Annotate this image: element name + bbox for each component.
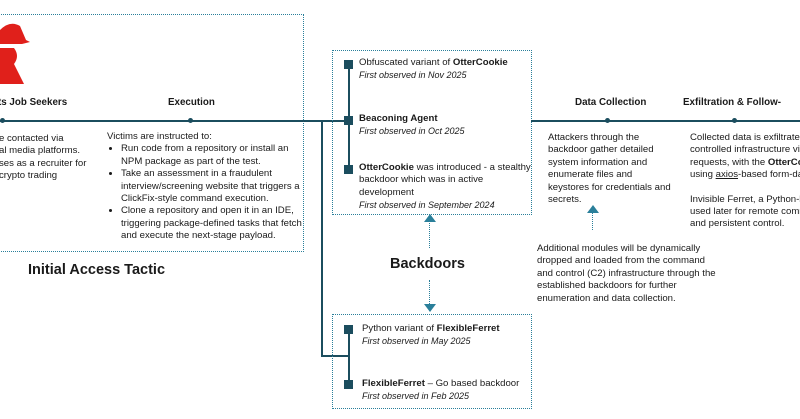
- upper-backdoors-box: [332, 50, 532, 215]
- execution-bullet-1: Run code from a repository or install an…: [121, 143, 307, 168]
- lower-backdoors-line: [348, 330, 350, 384]
- backdoor-node-5: [344, 380, 353, 389]
- exfiltration-line-1: Collected data is exfiltrated: [690, 132, 800, 143]
- exfiltration-line-4-pre: using: [690, 169, 716, 181]
- ferret-line-1: Invisible Ferret, a Python-b: [690, 193, 800, 205]
- trunk-line: [321, 120, 323, 356]
- backdoor-item-1: Obfuscated variant of OtterCookie First …: [359, 57, 527, 82]
- backdoor-item-4-pre: Python variant of: [362, 323, 437, 334]
- arrow-down-icon: [424, 304, 436, 312]
- initial-access-body: e contacted via al media platforms. ses …: [0, 133, 119, 183]
- node-exfiltration: [732, 118, 737, 123]
- backdoor-item-1-title: Obfuscated variant of OtterCookie: [359, 57, 527, 69]
- backdoor-node-1: [344, 60, 353, 69]
- backdoors-connector-bottom: [429, 280, 430, 306]
- backdoor-item-5-observed: First observed in Feb 2025: [362, 391, 470, 402]
- execution-intro: Victims are instructed to:: [107, 131, 212, 142]
- execution-bullet-2: Take an assessment in a fraudulent inter…: [121, 168, 307, 205]
- execution-body: Victims are instructed to: Run code from…: [107, 131, 307, 243]
- exfiltration-line-3: requests, with the OtterCo: [690, 157, 800, 169]
- backdoor-item-2: Beaconing Agent First observed in Oct 20…: [359, 113, 527, 138]
- execution-bullets: Run code from a repository or install an…: [107, 143, 307, 242]
- backdoor-item-2-title: Beaconing Agent: [359, 113, 527, 125]
- backdoor-item-2-name: Beaconing Agent: [359, 113, 438, 124]
- backdoors-connector-top: [429, 220, 430, 248]
- initial-access-line-2: al media platforms.: [0, 145, 81, 157]
- backdoor-item-1-pre: Obfuscated variant of: [359, 57, 453, 68]
- backdoor-item-5-post: – Go based backdoor: [424, 378, 520, 389]
- trunk-to-upper: [321, 120, 349, 122]
- backdoors-label: Backdoors: [390, 256, 465, 272]
- exfiltration-line-4: using axios-based form-dat: [690, 169, 800, 181]
- timeline-line-right: [531, 120, 800, 122]
- backdoor-item-5-title: FlexibleFerret – Go based backdoor: [362, 378, 528, 390]
- arrow-up-icon-2: [587, 205, 599, 213]
- exfiltration-heading: Exfiltration & Follow-: [683, 97, 781, 108]
- data-collection-body: Attackers through the backdoor gather de…: [548, 132, 671, 206]
- backdoor-node-2: [344, 116, 353, 125]
- backdoor-node-3: [344, 165, 353, 174]
- backdoor-node-4: [344, 325, 353, 334]
- hacker-icon: [0, 23, 30, 84]
- node-initial-access: [0, 118, 5, 123]
- modules-note: Additional modules will be dynamically d…: [537, 243, 716, 304]
- initial-access-heading: ts Job Seekers: [0, 97, 68, 108]
- backdoor-item-4-name: FlexibleFerret: [436, 323, 500, 334]
- backdoor-item-3-observed: First observed in September 2024: [359, 200, 495, 211]
- lower-backdoors-box: [332, 314, 532, 409]
- timeline-line-initial: [0, 120, 322, 122]
- backdoor-item-5-name: FlexibleFerret: [362, 378, 425, 389]
- initial-access-tactic-label: Initial Access Tactic: [28, 262, 166, 278]
- execution-bullet-3: Clone a repository and open it in an IDE…: [121, 205, 307, 242]
- axios-link[interactable]: axios: [715, 169, 739, 181]
- backdoor-item-3-title: OtterCookie was introduced - a stealthy …: [359, 162, 531, 199]
- backdoor-item-3-name: OtterCookie: [359, 162, 414, 173]
- ferret-line-3: and persistent control.: [690, 218, 785, 230]
- backdoor-item-3: OtterCookie was introduced - a stealthy …: [359, 162, 531, 212]
- backdoor-item-1-observed: First observed in Nov 2025: [359, 70, 467, 81]
- initial-access-box: [0, 14, 304, 252]
- exfiltration-line-2: controlled infrastructure vi: [690, 144, 800, 156]
- exfiltration-body: Collected data is exfiltrated controlled…: [690, 132, 800, 231]
- backdoor-item-5: FlexibleFerret – Go based backdoor First…: [362, 378, 528, 403]
- arrow-up-icon: [424, 214, 436, 222]
- initial-access-line-3: ses as a recruiter for: [0, 157, 87, 169]
- modules-connector: [592, 210, 593, 230]
- node-execution: [188, 118, 193, 123]
- initial-access-line-1: e contacted via: [0, 133, 64, 144]
- initial-access-line-4: crypto trading: [0, 170, 58, 182]
- backdoor-item-4-observed: First observed in May 2025: [362, 336, 471, 347]
- data-collection-heading: Data Collection: [575, 97, 647, 108]
- backdoor-item-1-name: OtterCookie: [452, 57, 508, 68]
- exfiltration-line-4-post: -based form-dat: [738, 169, 800, 181]
- exfiltration-line-3-name: OtterCo: [767, 156, 800, 168]
- exfiltration-line-3-pre: requests, with the: [690, 156, 768, 168]
- backdoor-item-4-title: Python variant of FlexibleFerret: [362, 323, 528, 335]
- backdoor-item-4: Python variant of FlexibleFerret First o…: [362, 323, 528, 348]
- ferret-line-2: used later for remote comm: [690, 206, 800, 218]
- trunk-to-lower: [321, 355, 349, 357]
- backdoor-item-3-post: was introduced - a stealthy backdoor whi…: [359, 162, 531, 198]
- execution-heading: Execution: [168, 97, 215, 108]
- backdoor-item-2-observed: First observed in Oct 2025: [359, 126, 465, 137]
- node-data-collection: [605, 118, 610, 123]
